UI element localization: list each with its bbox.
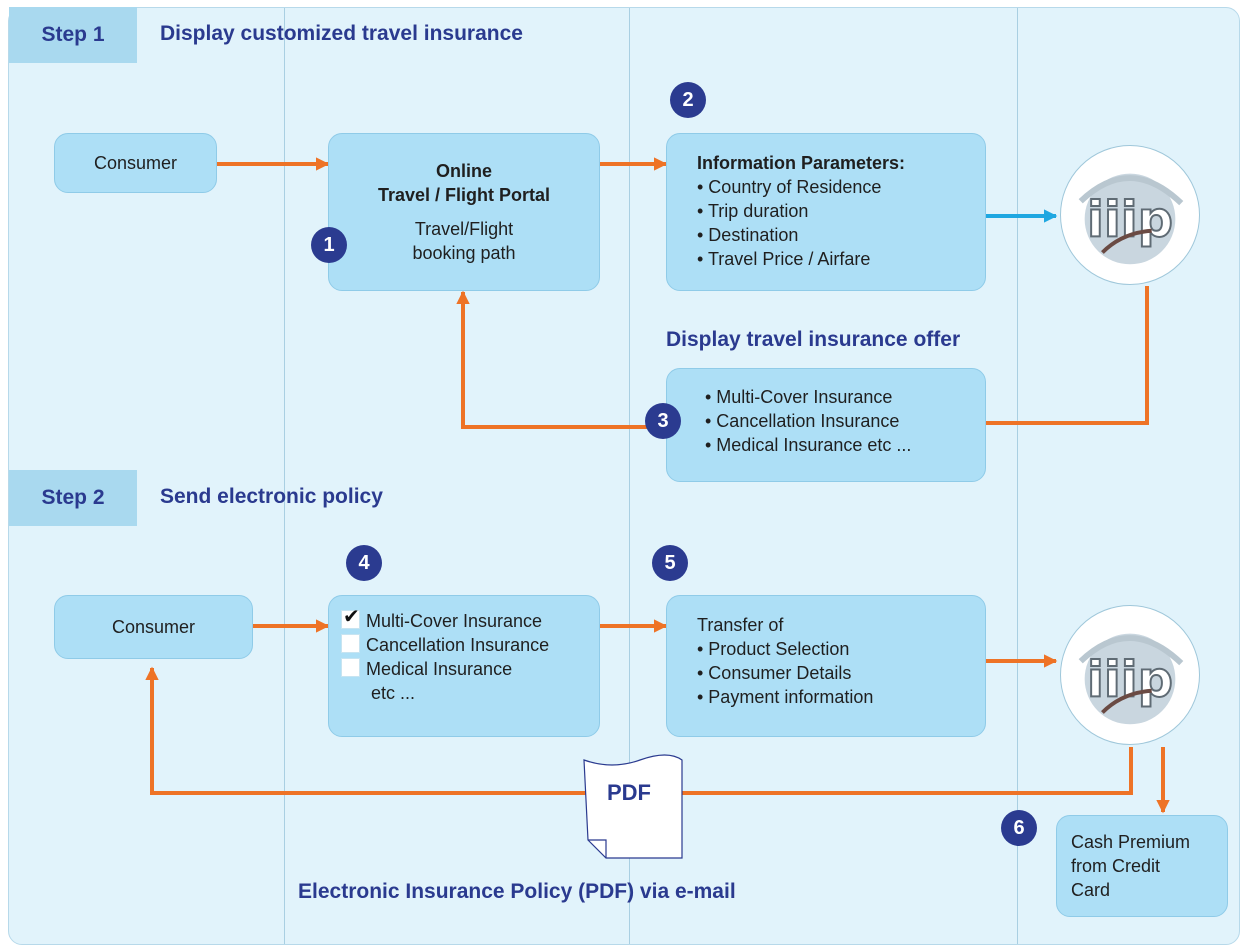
cash-line: Card (1071, 880, 1111, 900)
step-1-tab: Step 1 (9, 7, 137, 63)
step-2-title: Send electronic policy (160, 485, 383, 508)
step-2-tab: Step 2 (9, 470, 137, 526)
checkbox-unchecked (341, 658, 360, 677)
cash-line: from Credit (1071, 856, 1161, 876)
arrow-icon (986, 286, 1149, 425)
info-parameters-box: Information Parameters: • Country of Res… (666, 133, 986, 291)
info-parameter-item: • Country of Residence (697, 177, 882, 197)
selection-box: ✔ Multi-Cover Insurance Cancellation Insu… (328, 595, 600, 737)
lane-divider (1017, 8, 1018, 944)
info-parameter-item: • Destination (697, 225, 799, 245)
email-caption: Electronic Insurance Policy (PDF) via e-… (298, 880, 736, 903)
info-parameters-title: Information Parameters: (697, 153, 906, 173)
offer-item: • Multi-Cover Insurance (705, 387, 893, 407)
consumer-box: Consumer (54, 595, 253, 659)
consumer-label: Consumer (111, 617, 196, 637)
selection-item: Cancellation Insurance (341, 633, 599, 657)
step-badge: 1 (311, 227, 347, 263)
arrow-icon (456, 290, 666, 429)
offer-box: • Multi-Cover Insurance • Cancellation I… (666, 368, 986, 482)
logo-text: iiip (1087, 191, 1173, 249)
offer-item: • Medical Insurance etc ... (705, 435, 912, 455)
selection-item-label: Multi-Cover Insurance (366, 611, 543, 631)
cash-line: Cash Premium (1071, 832, 1191, 852)
step-badge: 6 (1001, 810, 1037, 846)
logo-text: iiip (1087, 651, 1173, 709)
portal-box: Online Travel / Flight Portal Travel/Fli… (328, 133, 600, 291)
portal-sub-line2: booking path (412, 243, 516, 263)
transfer-item: • Consumer Details (697, 663, 852, 683)
selection-item-label: Cancellation Insurance (366, 635, 550, 655)
portal-title-line1: Online (435, 161, 492, 181)
iiip-logo-icon: iiip (1060, 605, 1200, 745)
transfer-title: Transfer of (697, 615, 784, 635)
transfer-item: • Payment information (697, 687, 874, 707)
lane-divider (629, 8, 630, 944)
step-badge: 2 (670, 82, 706, 118)
iiip-logo-icon: iiip (1060, 145, 1200, 285)
pdf-label: PDF (607, 780, 651, 805)
step-badge: 4 (346, 545, 382, 581)
info-parameter-item: • Trip duration (697, 201, 809, 221)
lane-divider (284, 8, 285, 944)
info-parameter-item: • Travel Price / Airfare (697, 249, 871, 269)
checkbox-checked: ✔ (341, 606, 360, 629)
checkbox-unchecked (341, 634, 360, 653)
step-1-title: Display customized travel insurance (160, 22, 523, 45)
step-badge: 3 (645, 403, 681, 439)
selection-item-more: etc ... (371, 683, 416, 703)
selection-item: Medical Insurance (341, 657, 599, 681)
portal-sub-line1: Travel/Flight (414, 219, 514, 239)
cash-premium-box: Cash Premium from Credit Card (1056, 815, 1228, 917)
selection-item-checked: ✔ Multi-Cover Insurance (341, 606, 599, 633)
pdf-document-icon (583, 754, 683, 859)
iiip-logo-graphic: iiip (1078, 633, 1184, 725)
transfer-box: Transfer of • Product Selection • Consum… (666, 595, 986, 737)
offer-item: • Cancellation Insurance (705, 411, 900, 431)
checkmark-icon: ✔ (343, 606, 360, 628)
consumer-box: Consumer (54, 133, 217, 193)
consumer-label: Consumer (93, 153, 178, 173)
iiip-logo-graphic: iiip (1078, 173, 1184, 265)
portal-title-line2: Travel / Flight Portal (377, 185, 551, 205)
transfer-item: • Product Selection (697, 639, 850, 659)
selection-item-label: Medical Insurance (366, 659, 513, 679)
offer-heading: Display travel insurance offer (666, 328, 961, 351)
step-badge: 5 (652, 545, 688, 581)
